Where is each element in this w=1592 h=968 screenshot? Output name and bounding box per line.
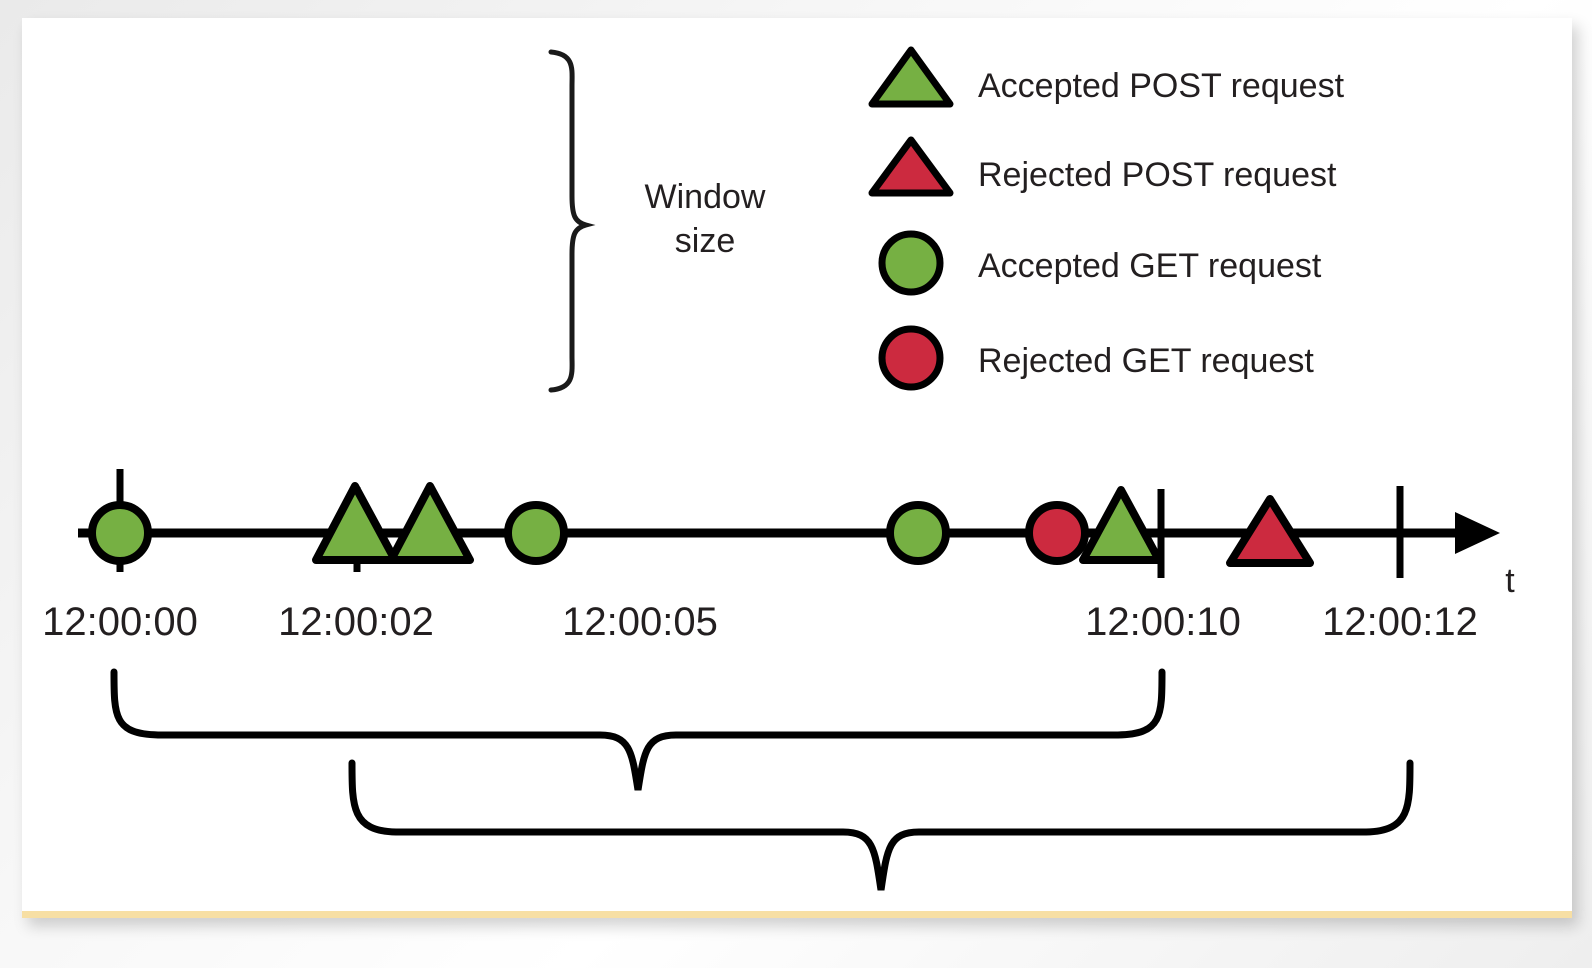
window-span-first-brace-group: [110, 668, 1166, 791]
legend-label-rejected-get: Rejected GET request: [978, 342, 1314, 380]
event-marker-triangle-accepted[interactable]: [1079, 486, 1163, 564]
window-span-second-brace-icon: [348, 759, 1414, 891]
window-size-brace-group: Window size: [548, 49, 766, 393]
window-size-brace-icon: [548, 49, 596, 393]
event-marker-triangle-accepted[interactable]: [312, 482, 399, 564]
axis-tick-label: 12:00:12: [1322, 600, 1478, 644]
event-marker-circle-accepted[interactable]: [88, 501, 152, 565]
triangle-rejected-icon: [868, 136, 954, 197]
window-span-second-brace-group: [348, 759, 1414, 891]
legend-item-rejected-post: Rejected POST request: [868, 136, 1337, 197]
axis-label-t: t: [1505, 562, 1515, 600]
circle-rejected-icon: [878, 325, 944, 391]
window-size-label-line1: Window: [645, 178, 766, 216]
triangle-accepted-icon: [868, 46, 954, 108]
event-marker-triangle-accepted[interactable]: [387, 482, 474, 564]
axis-arrowhead-icon: [1455, 512, 1500, 554]
timeline-events: [88, 482, 1314, 567]
legend-item-accepted-get: Accepted GET request: [878, 230, 1322, 296]
event-marker-triangle-rejected[interactable]: [1226, 495, 1314, 567]
window-span-first-brace-icon: [110, 668, 1166, 791]
event-marker-circle-accepted[interactable]: [504, 501, 568, 565]
legend-label-accepted-get: Accepted GET request: [978, 247, 1322, 285]
window-size-label-line2: size: [675, 222, 735, 260]
legend-label-rejected-post: Rejected POST request: [978, 156, 1337, 194]
legend-label-accepted-post: Accepted POST request: [978, 67, 1345, 105]
axis-tick-labels: 12:00:00 12:00:02 12:00:05 12:00:10 12:0…: [42, 600, 1478, 644]
axis-tick-label: 12:00:10: [1085, 600, 1241, 644]
legend-item-accepted-post: Accepted POST request: [868, 46, 1345, 108]
figure-card: [22, 18, 1572, 918]
legend: Accepted POST request Rejected POST requ…: [868, 46, 1345, 391]
legend-item-rejected-get: Rejected GET request: [878, 325, 1314, 391]
axis-tick-label: 12:00:00: [42, 600, 198, 644]
axis-tick-label: 12:00:05: [562, 600, 718, 644]
timeline-axis: t: [78, 469, 1515, 600]
event-marker-circle-accepted[interactable]: [886, 501, 950, 565]
event-marker-circle-rejected[interactable]: [1025, 501, 1089, 565]
card-bottom-accent-rule: [22, 911, 1572, 918]
axis-tick-label: 12:00:02: [278, 600, 434, 644]
circle-accepted-icon: [878, 230, 944, 296]
